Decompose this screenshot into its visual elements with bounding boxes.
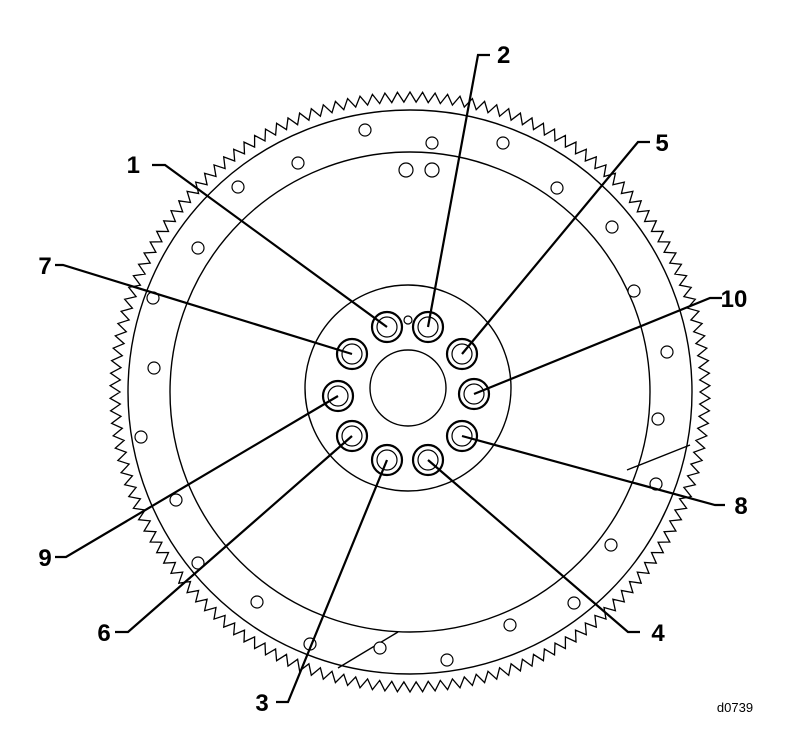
callout-label-8: 8 [734, 493, 747, 520]
perimeter-hole [231, 180, 245, 194]
leader-line-8 [461, 434, 725, 507]
leader-line-10 [473, 296, 722, 396]
perimeter-hole [567, 596, 581, 610]
callout-label-2: 2 [497, 42, 510, 69]
bolt-8-head [451, 425, 473, 447]
perimeter-hole [191, 241, 205, 255]
perimeter-hole [440, 653, 454, 667]
leader-line-5 [461, 140, 650, 355]
perimeter-hole [496, 136, 510, 150]
perimeter-hole [134, 430, 148, 444]
perimeter-hole [373, 641, 387, 655]
hub-pin-hole [403, 315, 413, 325]
callout-label-1: 1 [127, 152, 140, 179]
callout-labels: 1 2 3 4 5 6 7 8 9 10 [38, 42, 747, 717]
leader-line-7 [55, 263, 353, 356]
bolt-6-head [341, 425, 363, 447]
perimeter-hole [358, 123, 372, 137]
ring-gear-teeth [108, 90, 712, 694]
leader-line-2 [426, 53, 490, 328]
perimeter-hole [191, 556, 205, 570]
bolt-7-head [341, 343, 363, 365]
perimeter-hole [425, 136, 439, 150]
bolt-5-head [451, 343, 473, 365]
leader-line-3 [276, 459, 389, 704]
leader-line-6 [115, 435, 353, 634]
callout-label-10: 10 [721, 286, 748, 313]
perimeter-hole [605, 220, 619, 234]
perimeter-hole [291, 156, 305, 170]
perimeter-hole [147, 361, 161, 375]
perimeter-hole [550, 181, 564, 195]
callout-leaders [55, 53, 725, 704]
balance-notch-left [337, 631, 399, 669]
outer-rim [127, 109, 693, 675]
perimeter-hole [604, 538, 618, 552]
leader-line-1 [152, 163, 388, 328]
leader-line-9 [55, 395, 339, 559]
mid-ring [169, 151, 651, 633]
hub-ring [304, 284, 512, 492]
leader-line-4 [427, 459, 640, 634]
figure-id-label: d0739 [717, 700, 753, 715]
center-bore [369, 349, 447, 427]
balance-notch-right [626, 444, 691, 471]
bolt-4-head [417, 449, 439, 471]
flywheel-bolts [321, 310, 491, 477]
bolt-3-head [376, 449, 398, 471]
callout-label-6: 6 [97, 620, 110, 647]
callout-label-5: 5 [655, 130, 668, 157]
dowel-hole [424, 162, 440, 178]
perimeter-hole [651, 412, 665, 426]
perimeter-hole [503, 618, 517, 632]
perimeter-hole [660, 345, 674, 359]
bolt-9-head [327, 385, 349, 407]
perimeter-hole [627, 284, 641, 298]
callout-label-7: 7 [38, 253, 51, 280]
callout-label-9: 9 [38, 545, 51, 572]
bolt-1-head [376, 316, 398, 338]
callout-label-4: 4 [651, 620, 665, 647]
bolt-2-head [417, 316, 439, 338]
perimeter-hole [169, 493, 183, 507]
perimeter-hole [250, 595, 264, 609]
dowel-hole [398, 162, 414, 178]
callout-label-3: 3 [255, 690, 268, 717]
perimeter-holes [134, 123, 674, 667]
flywheel [108, 90, 712, 694]
bolt-10-head [463, 383, 485, 405]
